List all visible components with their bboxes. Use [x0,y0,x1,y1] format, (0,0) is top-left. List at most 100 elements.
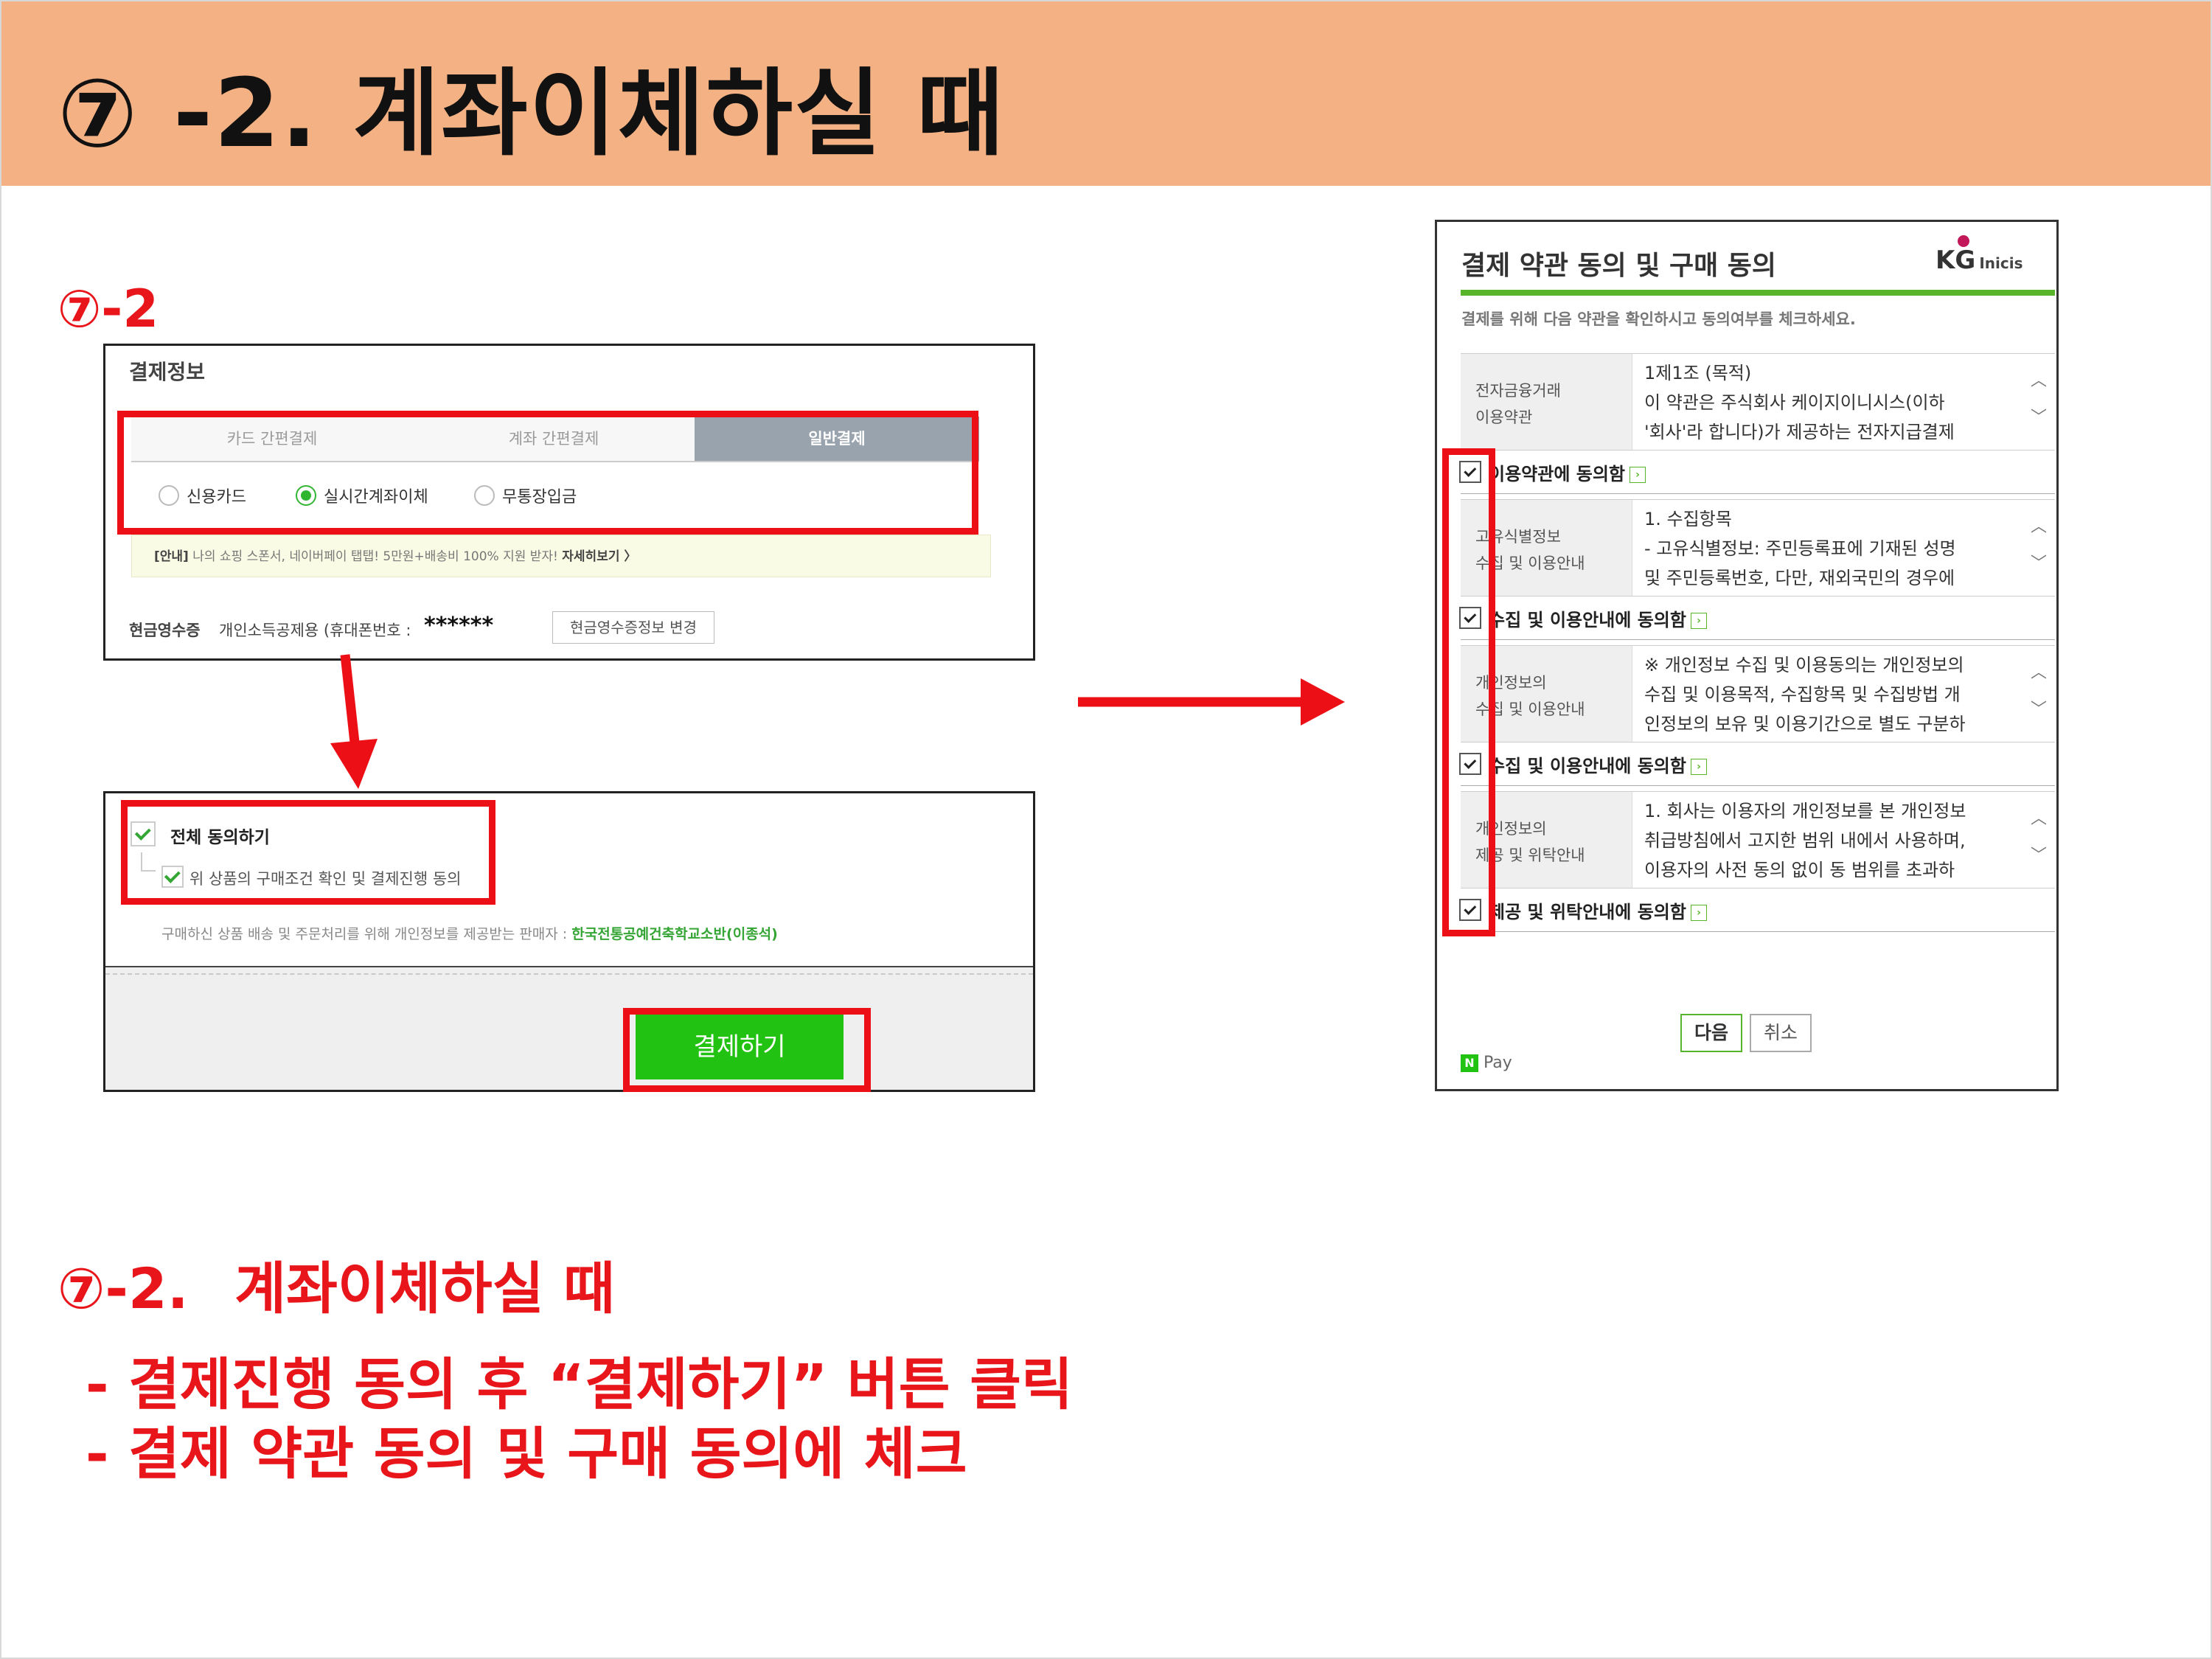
logo-mark [1958,235,1969,247]
radio-dot [159,485,179,506]
instruction-heading: ⑦-2. 계좌이체하실 때 [58,1243,615,1324]
dialog-description: 결제를 위해 다음 약관을 확인하시고 동의여부를 체크하세요. [1461,310,1856,328]
receipt-value: 개인소득공제용 (휴대폰번호 : [219,622,411,639]
highlight-payment-method [117,411,978,535]
term-text: 1. 회사는 이용자의 개인정보를 본 개인정보 [1644,801,1966,821]
radio-label: 실시간계좌이체 [324,488,428,507]
term-text: 인정보의 보유 및 이용기간으로 별도 구분하 [1644,714,1966,734]
view-icon[interactable]: › [1690,613,1707,629]
agree-row-unique-id[interactable]: 수집 및 이용안내에 동의함› [1459,597,2055,640]
agree-label: 제공 및 위탁안내에 동의함› [1489,897,1707,923]
payment-info-title: 결제정보 [129,360,206,384]
page-title: ⑦ -2. 계좌이체하실 때 [58,59,1006,169]
payment-info-panel: 결제정보 카드 간편결제 계좌 간편결제 일반결제 신용카드 실시간계좌이체 무… [103,344,1035,661]
next-button[interactable]: 다음 [1680,1014,1742,1052]
term-content[interactable]: 1. 회사는 이용자의 개인정보를 본 개인정보 취급방침에서 고지한 범위 내… [1632,792,2056,888]
logo-kg: KG [1935,246,1976,275]
radio-dot-selected [296,485,316,506]
term-text: 및 주민등록번호, 다만, 재외국민의 경우에 [1644,568,1955,588]
term-label-line: 이용약관 [1475,408,1533,426]
scroll-up-icon[interactable]: ︿ [2030,664,2047,682]
scroll-up-icon[interactable]: ︿ [2030,518,2047,536]
arrow-right-icon [1078,678,1345,726]
sub-agree-label: 위 상품의 구매조건 확인 및 결제진행 동의 [189,870,462,888]
term-label-line: 전자금융거래 [1475,382,1561,400]
term-content[interactable]: 1. 수집항목 - 고유식별정보: 주민등록표에 기재된 성명 및 주민등록번호… [1632,500,2056,596]
term-content[interactable]: 1제1조 (목적) 이 약관은 주식회사 케이지이니시스(이하 '회사'라 합니… [1632,354,2056,450]
term-text: - 고유식별정보: 주민등록표에 기재된 성명 [1644,538,1956,559]
term-text: '회사'라 합니다)가 제공하는 전자지급결제 [1644,422,1955,442]
view-icon[interactable]: › [1690,905,1707,921]
term-text: 이용자의 사전 동의 없이 동 범위를 초과하 [1644,860,1955,880]
receipt-label: 현금영수증 [129,622,201,639]
agree-label: 수집 및 이용안내에 동의함› [1489,605,1707,631]
scroll-up-icon[interactable]: ︿ [2030,810,2047,828]
notice-banner: [안내] 나의 쇼핑 스폰서, 네이버페이 탭탭! 5만원+배송비 100% 지… [131,535,991,577]
term-row-efinance: 전자금융거래 이용약관 1제1조 (목적) 이 약관은 주식회사 케이지이니시스… [1461,353,2055,451]
agree-row-personal-info[interactable]: 수집 및 이용안내에 동의함› [1459,742,2055,786]
agree-checkbox[interactable] [1459,607,1481,629]
radio-dot [474,485,495,506]
instruction-line-2: - 결제 약관 동의 및 구매 동의에 체크 [86,1421,967,1486]
instruction-line-1: - 결제진행 동의 후 “결제하기” 버튼 클릭 [86,1352,1073,1417]
term-text: 취급방침에서 고지한 범위 내에서 사용하며, [1644,830,1966,851]
tab-account-easy-pay[interactable]: 계좌 간편결제 [413,417,695,461]
seller-info: 구매하신 상품 배송 및 주문처리를 위해 개인정보를 제공받는 판매자 : 한… [161,923,778,943]
agree-checkbox[interactable] [1459,899,1481,921]
receipt-change-button[interactable]: 현금영수증정보 변경 [552,611,714,644]
view-icon[interactable]: › [1630,467,1646,483]
pay-button[interactable]: 결제하기 [636,1015,844,1079]
highlight-agree-all [121,800,495,905]
scroll-down-icon[interactable]: ﹀ [2030,846,2047,865]
term-row-third-party: 개인정보의 제공 및 위탁안내 1. 회사는 이용자의 개인정보를 본 개인정보… [1461,791,2055,888]
term-row-unique-id: 고유식별정보 수집 및 이용안내 1. 수집항목 - 고유식별정보: 주민등록표… [1461,499,2055,597]
dashed-divider [105,973,1033,975]
term-label-line: 개인정보의 [1475,820,1547,838]
radio-realtime-transfer[interactable]: 실시간계좌이체 [296,482,428,509]
agree-checkbox[interactable] [1459,461,1481,483]
npay-logo: N Pay [1461,1054,1512,1072]
all-agree-label: 전체 동의하기 [170,828,270,847]
payment-tabs: 카드 간편결제 계좌 간편결제 일반결제 [131,417,979,462]
term-content[interactable]: ※ 개인정보 수집 및 이용동의는 개인정보의 수집 및 이용목적, 수집항목 … [1632,646,2056,742]
highlight-pay-button [623,1008,871,1092]
agree-label: 이용약관에 동의함› [1489,459,1646,485]
scroll-up-icon[interactable]: ︿ [2030,372,2047,390]
notice-prefix: [안내] [154,549,189,564]
step-label: ⑦-2 [58,279,159,339]
arrow-down-icon [330,654,378,789]
scroll-down-icon[interactable]: ﹀ [2030,408,2047,427]
term-text: 1. 수집항목 [1644,509,1732,529]
agree-row-terms[interactable]: 이용약관에 동의함› [1459,451,2055,494]
term-text: 수집 및 이용목적, 수집항목 및 수집방법 개 [1644,684,1961,705]
agree-checkbox[interactable] [1459,753,1481,775]
sub-agree-checkbox[interactable] [161,866,184,888]
term-text: 1제1조 (목적) [1644,363,1752,383]
naver-n-icon: N [1461,1054,1478,1072]
radio-bank-deposit[interactable]: 무통장입금 [474,482,577,509]
cancel-button[interactable]: 취소 [1750,1014,1812,1052]
agree-row-third-party[interactable]: 제공 및 위탁안내에 동의함› [1459,888,2055,932]
notice-text: 나의 쇼핑 스폰서, 네이버페이 탭탭! 5만원+배송비 100% 지원 받자! [188,549,563,564]
notice-link[interactable]: 자세히보기 〉 [562,549,637,564]
logo-inicis: Inicis [1979,254,2023,272]
agree-label: 수집 및 이용안내에 동의함› [1489,751,1707,777]
scroll-down-icon[interactable]: ﹀ [2030,700,2047,719]
receipt-masked-number: ****** [424,613,494,639]
all-agree-checkbox[interactable] [131,821,156,846]
term-label: 전자금융거래 이용약관 [1461,354,1632,450]
seller-text: 구매하신 상품 배송 및 주문처리를 위해 개인정보를 제공받는 판매자 : [161,926,568,942]
term-text: ※ 개인정보 수집 및 이용동의는 개인정보의 [1644,655,1964,675]
terms-dialog: 결제 약관 동의 및 구매 동의 KG Inicis 결제를 위해 다음 약관을… [1435,220,2059,1091]
instruction-heading-text: 계좌이체하실 때 [234,1256,616,1321]
tab-general-pay[interactable]: 일반결제 [695,417,979,461]
agreement-panel: 전체 동의하기 위 상품의 구매조건 확인 및 결제진행 동의 구매하신 상품 … [103,791,1035,1092]
term-row-personal-info: 개인정보의 수집 및 이용안내 ※ 개인정보 수집 및 이용동의는 개인정보의 … [1461,645,2055,742]
radio-credit-card[interactable]: 신용카드 [159,482,246,509]
radio-label: 신용카드 [187,488,246,507]
scroll-down-icon[interactable]: ﹀ [2030,554,2047,573]
view-icon[interactable]: › [1690,759,1707,775]
npay-label: Pay [1484,1054,1512,1072]
tab-card-easy-pay[interactable]: 카드 간편결제 [131,417,414,461]
